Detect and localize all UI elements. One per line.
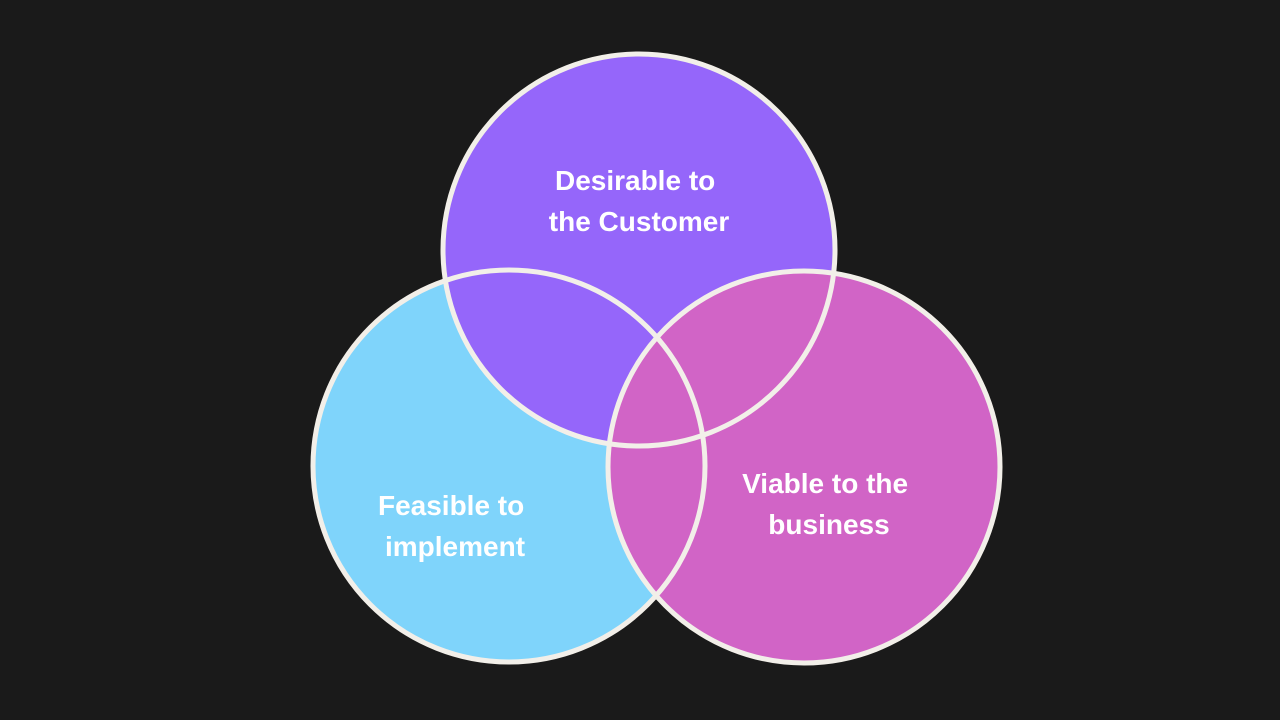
label-desirable: Desirable to the Customer xyxy=(549,165,730,237)
label-desirable-line2: the Customer xyxy=(549,206,730,237)
circle-outline-viable xyxy=(605,268,1003,666)
label-feasible: Feasible to implement xyxy=(378,490,532,562)
circle-fill-viable[interactable] xyxy=(608,271,1000,663)
circle-outline-feasible xyxy=(310,267,708,665)
label-feasible-line2: implement xyxy=(385,531,525,562)
label-viable-line2: business xyxy=(768,509,889,540)
label-viable-line1: Viable to the xyxy=(742,468,908,499)
circle-outline-desirable xyxy=(440,51,838,449)
label-feasible-line1: Feasible to xyxy=(378,490,524,521)
label-desirable-line1: Desirable to xyxy=(555,165,715,196)
label-viable: Viable to the business xyxy=(742,468,916,540)
